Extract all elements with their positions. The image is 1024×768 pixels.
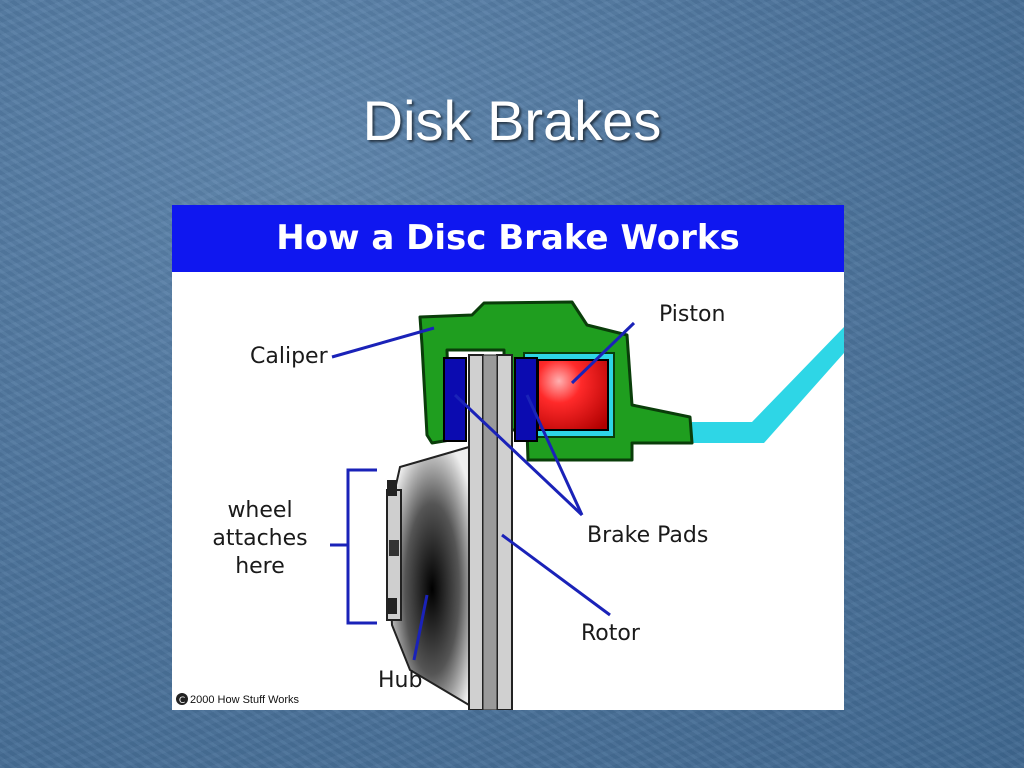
- rotor-gap: [482, 354, 498, 710]
- hub-leader: [412, 594, 429, 661]
- brake-pads-leader-right: [525, 394, 584, 516]
- rotor-outer: [496, 354, 513, 710]
- piston-leader: [570, 321, 636, 385]
- brake-fluid-line: [692, 327, 844, 443]
- disc-brake-diagram: How a Disc Brake Works: [172, 205, 844, 710]
- brake-pads-label: Brake Pads: [587, 523, 708, 548]
- caliper-label: Caliper: [250, 344, 329, 369]
- leader-lines: [330, 321, 636, 661]
- copyright-symbol: C: [179, 696, 185, 706]
- caliper-leader: [331, 326, 435, 359]
- rotor-label: Rotor: [581, 621, 641, 646]
- brake-pad-right: [514, 357, 538, 442]
- slide-title: Disk Brakes: [362, 89, 662, 152]
- copyright-text: 2000 How Stuff Works: [190, 694, 300, 706]
- copyright-icon: [176, 693, 188, 705]
- piston: [537, 359, 609, 431]
- wheel-label-line3: here: [235, 554, 285, 579]
- diagram-header: How a Disc Brake Works: [172, 205, 844, 272]
- rotor-leader: [501, 533, 611, 617]
- wheel-label-line1: wheel: [227, 498, 292, 523]
- wheel-stud-top: [387, 480, 397, 496]
- wheel-stud-bottom: [387, 598, 397, 614]
- piston-label: Piston: [659, 302, 725, 327]
- diagram-drawing: Caliper Piston Brake Pads Rotor Hub whee…: [176, 300, 844, 710]
- brake-pad-left: [443, 357, 467, 442]
- wheel-stud-mid: [389, 540, 399, 556]
- wheel-label-line2: attaches: [212, 526, 307, 551]
- brake-pads-leader-left: [453, 393, 584, 517]
- wheel-bracket: [346, 468, 377, 625]
- hub-label: Hub: [378, 668, 422, 693]
